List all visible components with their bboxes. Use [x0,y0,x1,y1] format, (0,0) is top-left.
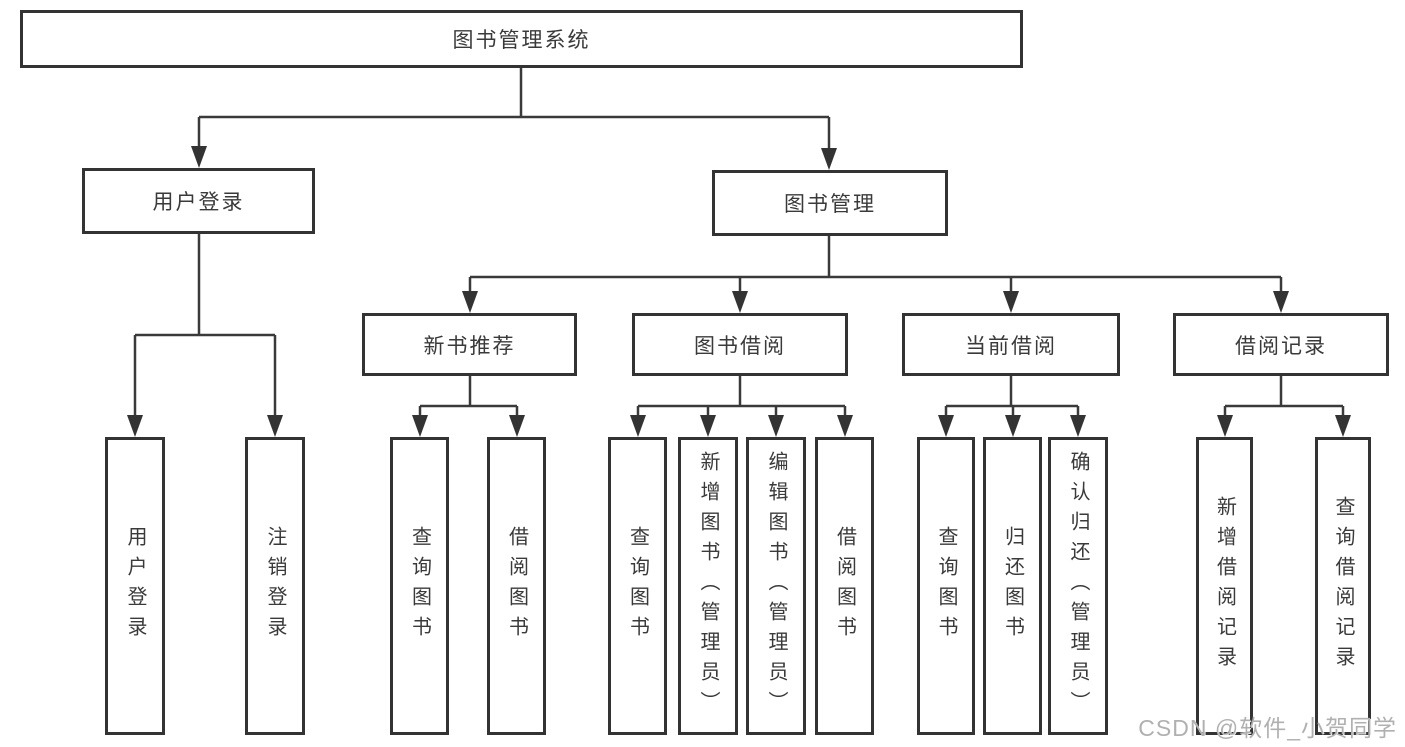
leaf-query-books-recommend-label: 查询图书 [408,526,431,646]
connector-root-to-level2 [197,68,831,154]
leaf-query-books-current: 查询图书 [917,437,975,735]
leaf-logout-label: 注销登录 [264,526,286,646]
leaf-borrow-books-borrow: 借阅图书 [815,437,874,735]
leaf-query-borrow-record: 查询借阅记录 [1315,437,1371,735]
node-book-borrow: 图书借阅 [632,313,848,376]
leaf-confirm-return-admin: 确认归还（管理员） [1048,437,1108,735]
leaf-borrow-books-recommend: 借阅图书 [487,437,546,735]
leaf-add-book-admin: 新增图书（管理员） [678,437,738,735]
arrowheads-current-borrow-to-leaves [938,415,1086,437]
leaf-add-book-admin-label: 新增图书（管理员） [697,451,719,721]
node-new-book-recommend: 新书推荐 [362,313,577,376]
arrowheads-root-to-level2 [191,146,837,170]
connector-borrow-records-to-leaves [1223,376,1345,421]
leaf-borrow-books-borrow-label: 借阅图书 [833,526,856,646]
connector-new-book-recommend-to-leaves [418,376,519,421]
arrowheads-borrow-records-to-leaves [1217,415,1351,437]
arrowheads-new-book-recommend-to-leaves [412,415,525,437]
leaf-query-books-borrow: 查询图书 [608,437,667,735]
leaf-query-borrow-record-label: 查询借阅记录 [1332,496,1354,676]
leaf-user-login: 用户登录 [105,437,165,735]
leaf-edit-book-admin: 编辑图书（管理员） [746,437,806,735]
leaf-return-book: 归还图书 [983,437,1042,735]
arrowheads-user-login-to-leaves [127,415,283,437]
connector-book-management-to-level3 [468,236,1283,297]
node-borrow-records-label: 借阅记录 [1235,334,1327,358]
leaf-return-book-label: 归还图书 [1001,526,1024,646]
node-current-borrow: 当前借阅 [902,313,1120,376]
leaf-logout: 注销登录 [245,437,305,735]
node-user-login: 用户登录 [82,168,315,234]
arrowheads-book-management-to-level3 [462,291,1289,313]
node-new-book-recommend-label: 新书推荐 [423,334,516,358]
node-root: 图书管理系统 [20,10,1023,68]
node-book-management-label: 图书管理 [784,193,876,216]
node-borrow-records: 借阅记录 [1173,313,1389,376]
leaf-edit-book-admin-label: 编辑图书（管理员） [765,451,787,721]
connector-user-login-to-leaves [133,234,277,421]
leaf-query-books-recommend: 查询图书 [390,437,449,735]
leaf-query-books-borrow-label: 查询图书 [626,526,649,646]
leaf-add-borrow-record-label: 新增借阅记录 [1213,496,1236,676]
connector-book-borrow-to-leaves [636,376,847,421]
arrowheads-book-borrow-to-leaves [630,415,853,437]
node-current-borrow-label: 当前借阅 [965,334,1057,358]
node-root-label: 图书管理系统 [452,29,591,52]
watermark: CSDN @软件_小贺同学 [1138,715,1397,741]
leaf-user-login-label: 用户登录 [124,526,146,646]
node-user-login-label: 用户登录 [152,191,245,214]
leaf-borrow-books-recommend-label: 借阅图书 [505,526,528,646]
node-book-borrow-label: 图书借阅 [694,334,786,358]
leaf-add-borrow-record: 新增借阅记录 [1196,437,1253,735]
leaf-query-books-current-label: 查询图书 [935,526,957,646]
leaf-confirm-return-admin-label: 确认归还（管理员） [1067,451,1089,721]
connector-current-borrow-to-leaves [944,376,1080,421]
node-book-management: 图书管理 [712,170,948,236]
